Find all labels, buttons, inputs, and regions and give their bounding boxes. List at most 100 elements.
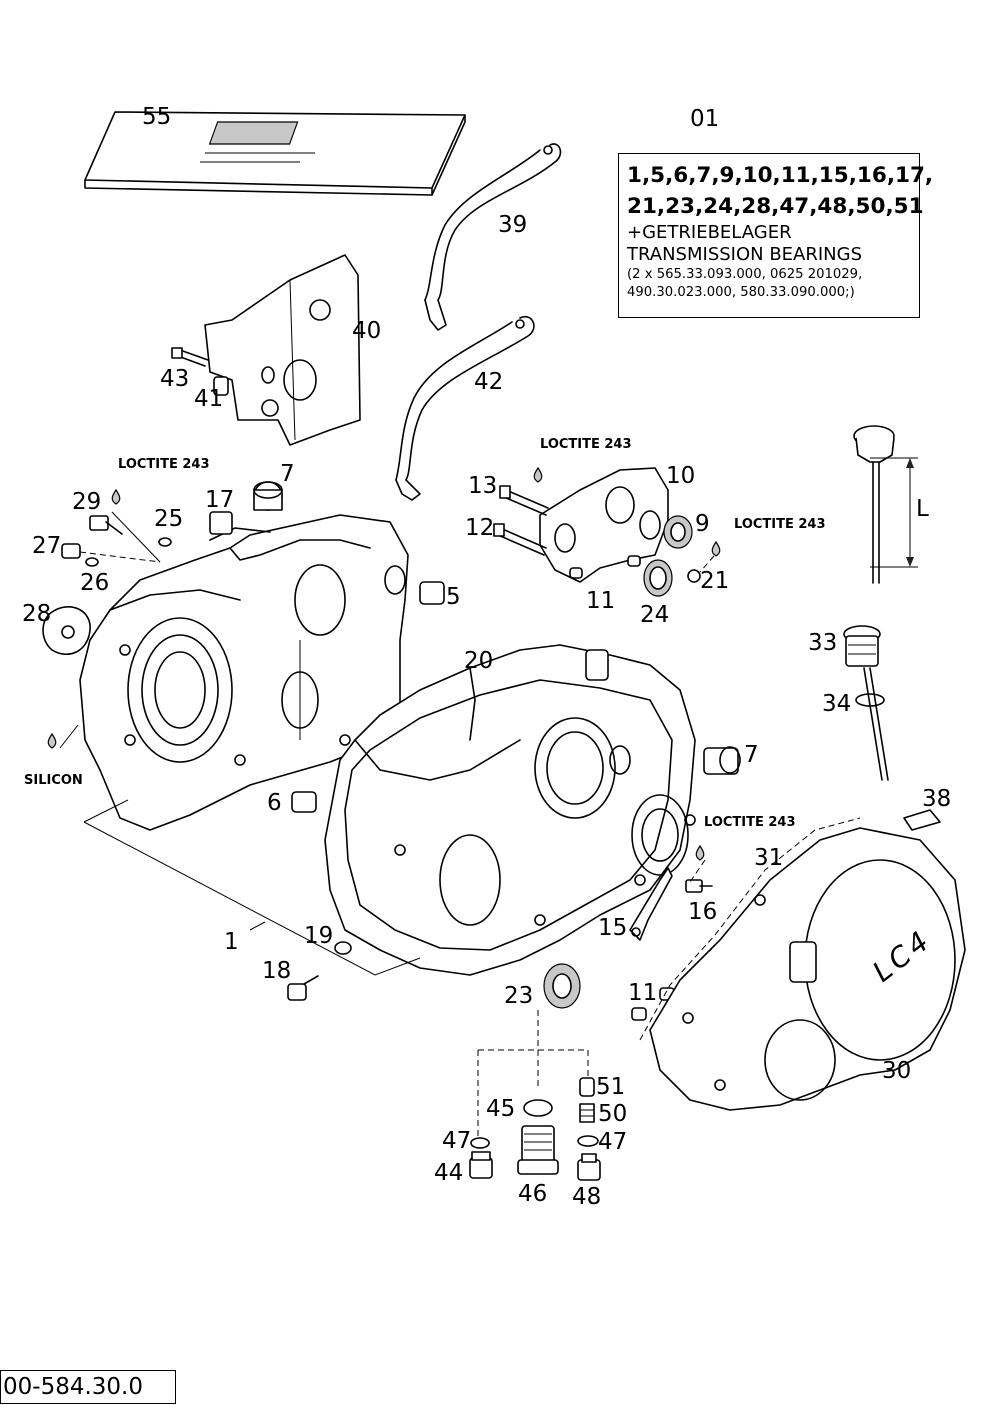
- bracket-10: [539, 467, 669, 583]
- gasket-31: [639, 817, 861, 1041]
- callout-10: 10: [666, 463, 696, 489]
- callout-31: 31: [754, 845, 784, 871]
- callout-39: 39: [498, 212, 528, 238]
- callout-47-left: 47: [442, 1128, 472, 1154]
- callout-48: 48: [572, 1184, 602, 1210]
- sleeve-6: [291, 791, 317, 813]
- callout-18: 18: [262, 958, 292, 984]
- callout-45: 45: [486, 1096, 516, 1122]
- silicon-note: SILICON: [24, 773, 83, 788]
- leader-lines: [59, 475, 715, 883]
- washer-19: [334, 941, 352, 955]
- sleeve-5: [419, 581, 445, 605]
- callout-41: 41: [194, 386, 224, 412]
- callout-11-bottom: 11: [628, 980, 658, 1006]
- o-ring-34: [855, 693, 885, 707]
- bearing-9: [663, 515, 693, 549]
- bushing-7-right: [703, 746, 741, 775]
- callout-20: 20: [464, 648, 494, 674]
- sealant-drops: [47, 466, 721, 861]
- callout-44: 44: [434, 1160, 464, 1186]
- loctite-note-4: LOCTITE 243: [704, 815, 796, 830]
- screw-16: [685, 879, 713, 893]
- crankcase-left: [79, 514, 409, 831]
- screw-21: [687, 569, 701, 583]
- callout-21: 21: [700, 568, 730, 594]
- sleeve-41: [213, 376, 229, 396]
- callout-19: 19: [304, 923, 334, 949]
- bolt-13: [499, 485, 549, 516]
- callout-7-right: 7: [744, 742, 759, 768]
- kit-line-6: 490.30.023.000, 580.33.090.000;): [627, 285, 855, 300]
- callout-40: 40: [352, 318, 382, 344]
- callout-11-top: 11: [586, 588, 616, 614]
- kit-parts-line-2: 21,23,24,28,47,48,50,51: [627, 194, 924, 219]
- callout-24: 24: [640, 602, 670, 628]
- bushing-7-top: [253, 481, 283, 511]
- loctite-note-2: LOCTITE 243: [118, 457, 210, 472]
- callout-25: 25: [154, 506, 184, 532]
- callout-42: 42: [474, 369, 504, 395]
- hose-42: [395, 315, 535, 501]
- callout-13: 13: [468, 473, 498, 499]
- screw-43: [171, 347, 209, 367]
- callout-38: 38: [922, 786, 952, 812]
- plug-48: [577, 1153, 601, 1181]
- manual-booklet: [84, 111, 466, 196]
- callout-26: 26: [80, 570, 110, 596]
- kit-contents-box: 1,5,6,7,9,10,11,15,16,17, 21,23,24,28,47…: [618, 153, 934, 318]
- callout-17: 17: [205, 487, 235, 513]
- screw-18: [287, 975, 319, 1001]
- callout-51: 51: [596, 1074, 626, 1100]
- cover-plate-40: [204, 254, 361, 446]
- callout-5: 5: [446, 584, 461, 610]
- loctite-note-1: LOCTITE 243: [540, 437, 632, 452]
- callout-43: 43: [160, 366, 190, 392]
- loctite-note-3: LOCTITE 243: [734, 517, 826, 532]
- dimension-l: L: [916, 496, 929, 522]
- callout-7-top: 7: [280, 461, 295, 487]
- callout-47-right: 47: [598, 1129, 628, 1155]
- plug-44: [469, 1151, 493, 1179]
- callout-29: 29: [72, 489, 102, 515]
- bearing-23: [543, 963, 581, 1009]
- callout-30: 30: [882, 1058, 912, 1084]
- callout-15: 15: [598, 915, 628, 941]
- kit-line-3: +GETRIEBELAGER: [627, 222, 792, 243]
- callout-6: 6: [267, 790, 282, 816]
- clutch-cover-30: [649, 827, 966, 1111]
- callout-34: 34: [822, 691, 852, 717]
- bracket-15: [629, 867, 673, 941]
- callout-1: 1: [224, 929, 239, 955]
- crankcase-right: [324, 644, 696, 976]
- dipstick: [853, 425, 918, 584]
- callout-9: 9: [695, 511, 710, 537]
- assembly-1-bracket: [83, 799, 421, 976]
- callout-33: 33: [808, 630, 838, 656]
- bolt-12: [493, 523, 547, 556]
- hose-39: [424, 143, 562, 331]
- callout-55: 55: [142, 104, 172, 130]
- sleeve-51: [579, 1077, 595, 1097]
- callout-46: 46: [518, 1181, 548, 1207]
- sleeve-17: [209, 511, 233, 535]
- kit-parts-line-1: 1,5,6,7,9,10,11,15,16,17,: [627, 163, 934, 188]
- callout-12: 12: [465, 515, 495, 541]
- filter-46: [517, 1125, 559, 1175]
- clip-38: [903, 809, 941, 831]
- callout-16: 16: [688, 899, 718, 925]
- screw-29: [89, 515, 123, 535]
- kit-number: 01: [690, 106, 720, 132]
- plug-27: [61, 543, 81, 559]
- washer-26: [85, 557, 99, 567]
- document-number: 00-584.30.0: [0, 1370, 176, 1404]
- spring-50: [579, 1103, 595, 1123]
- kit-line-4: TRANSMISSION BEARINGS: [627, 244, 863, 265]
- callout-50: 50: [598, 1101, 628, 1127]
- kit-line-5: (2 x 565.33.093.000, 0625 201029,: [627, 267, 863, 282]
- callout-23: 23: [504, 983, 534, 1009]
- washer-47-right: [577, 1135, 599, 1147]
- washer-47-left: [470, 1137, 490, 1149]
- o-ring-25: [158, 537, 172, 547]
